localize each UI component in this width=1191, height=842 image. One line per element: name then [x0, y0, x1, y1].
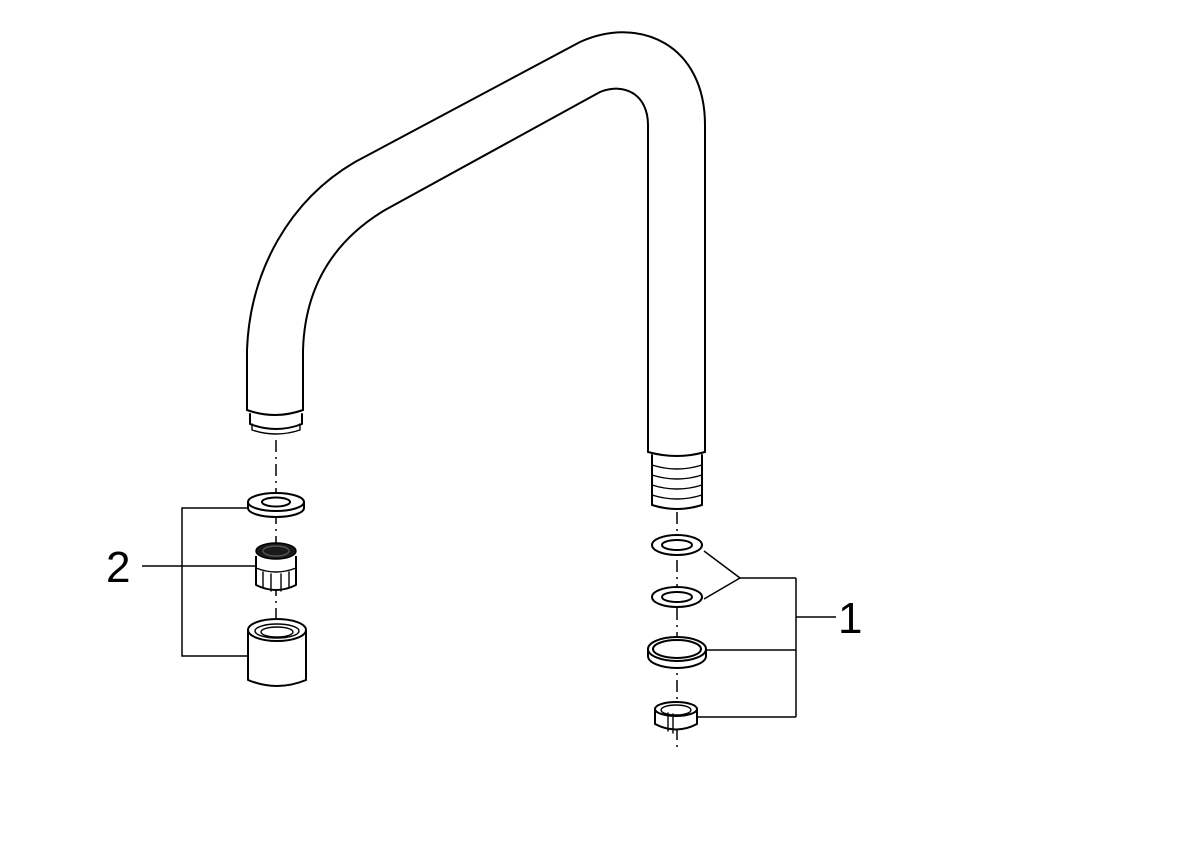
spout-pipe	[246, 31, 706, 453]
aerator-insert	[255, 542, 297, 592]
right-threaded-end	[647, 451, 706, 510]
left-washer	[247, 492, 305, 518]
callout-1-label: 1	[838, 594, 862, 643]
callout-2-leader	[142, 507, 256, 657]
right-seal-ring-2	[651, 586, 703, 608]
left-outlet-end	[246, 409, 304, 435]
right-o-ring	[647, 636, 707, 669]
aerator-housing	[247, 618, 307, 687]
callout-2-label: 2	[106, 543, 130, 592]
callout-1-leader	[698, 550, 836, 718]
right-seal-ring-1	[651, 534, 703, 556]
right-clamp-ring	[654, 701, 698, 734]
